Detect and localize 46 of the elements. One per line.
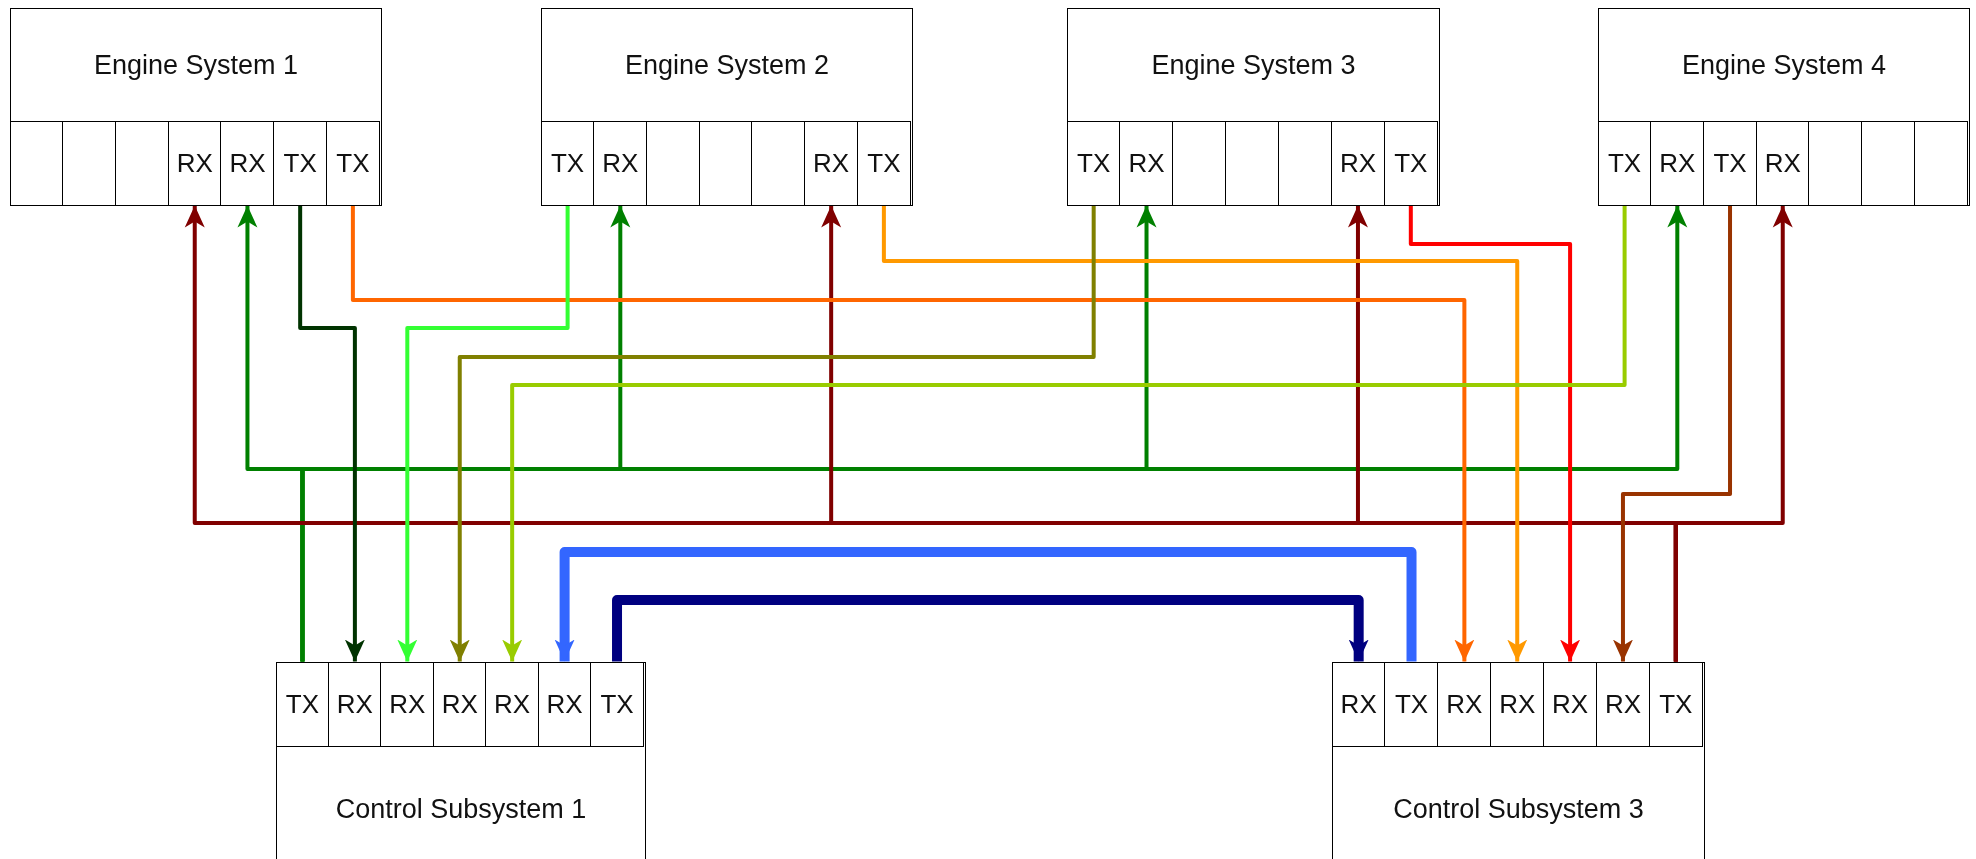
system-name: Control Subsystem 3 [1392,794,1645,825]
port-cell: RX [593,120,648,206]
port-cell: TX [273,120,328,206]
port-cell [1172,120,1227,206]
port-cell: RX [1119,120,1174,206]
port-cell [1913,120,1968,206]
port-cell [1808,120,1863,206]
arrow [298,205,365,662]
arrow [397,205,570,662]
port-cell: TX [1648,661,1703,747]
port-cell: RX [804,120,859,206]
port-cell: RX [1650,120,1705,206]
port-cell [1861,120,1916,206]
arrow [554,547,1417,662]
port-cell: TX [325,120,380,206]
system-name: Engine System 2 [623,49,831,81]
arrow [502,205,1627,662]
arrow [350,205,1475,662]
port-cell: RX [1490,661,1545,747]
system-name: Engine System 1 [92,49,300,81]
arrow [1673,205,1793,662]
arrow [1408,205,1581,662]
system-box [1067,8,1440,206]
port-cell: TX [856,120,911,206]
port-cell: RX [485,661,540,747]
system-name: Engine System 4 [1680,49,1888,81]
system-box [541,8,913,206]
port-cell: TX [1383,120,1438,206]
system-name: Engine System 3 [1150,49,1357,81]
system-box [1332,662,1705,859]
port-cell: RX [380,661,435,747]
system-name: Control Subsystem 1 [334,794,588,825]
port-cell: RX [1437,661,1492,747]
arrow [881,205,1528,662]
port-cell: TX [1384,661,1439,747]
arrow [1612,205,1732,662]
arrow [612,595,1369,662]
port-cell: RX [220,120,275,206]
system-box [276,662,646,859]
port-cell [1225,120,1280,206]
port-cell [751,120,806,206]
system-box [1598,8,1970,206]
arrow [449,205,1096,662]
port-cell: TX [590,661,644,747]
system-box [10,8,382,206]
port-cell [62,120,117,206]
